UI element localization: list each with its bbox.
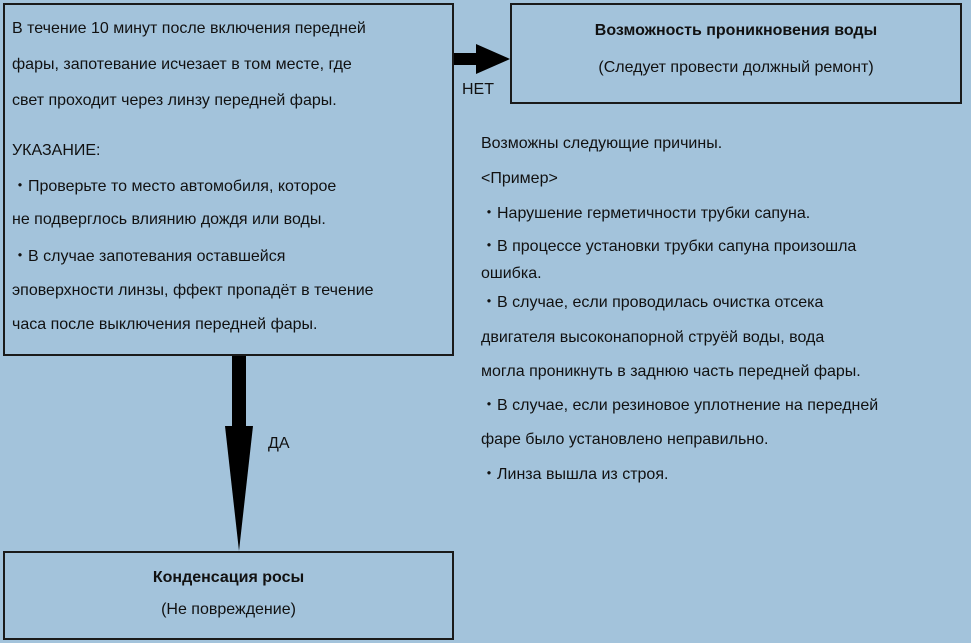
no-result-title: Возможность проникновения воды — [594, 22, 878, 39]
question-line-2: фары, запотевание исчезает в том месте, … — [12, 56, 352, 73]
note-line-3: ・В случае запотевания оставшейся — [12, 248, 286, 265]
cause-line-8: фаре было установлено неправильно. — [481, 431, 769, 448]
cause-line-2: ・В процессе установки трубки сапуна прои… — [481, 238, 857, 255]
cause-line-6: могла проникнуть в заднюю часть передней… — [481, 363, 861, 380]
arrow-yes-head — [225, 426, 253, 551]
cause-line-9: ・Линза вышла из строя. — [481, 466, 669, 483]
note-title: УКАЗАНИЕ: — [12, 142, 101, 159]
no-result-box: Возможность проникновения воды (Следует … — [510, 3, 962, 104]
no-label: НЕТ — [462, 81, 494, 98]
cause-line-5: двигателя высоконапорной струёй воды, во… — [481, 329, 825, 346]
no-result-subtitle: (Следует провести должный ремонт) — [598, 59, 874, 76]
question-line-3: свет проходит через линзу передней фары. — [12, 92, 337, 109]
question-line-1: В течение 10 минут после включения перед… — [12, 20, 366, 37]
question-box: В течение 10 минут после включения перед… — [3, 3, 454, 356]
cause-line-7: ・В случае, если резиновое уплотнение на … — [481, 397, 879, 414]
yes-result-box: Конденсация росы (Не повреждение) — [3, 551, 454, 640]
note-line-2: не подверглось влиянию дождя или воды. — [12, 211, 326, 228]
causes-intro: Возможны следующие причины. — [481, 135, 723, 152]
arrow-no-shaft — [454, 53, 480, 65]
causes-example: <Пример> — [481, 170, 558, 187]
note-line-4: эповерхности линзы, ффект пропадёт в теч… — [12, 282, 374, 299]
note-line-5: часа после выключения передней фары. — [12, 316, 318, 333]
cause-line-4: ・В случае, если проводилась очистка отсе… — [481, 294, 824, 311]
yes-result-subtitle: (Не повреждение) — [161, 601, 296, 618]
arrow-no-head — [476, 44, 510, 74]
arrow-yes-shaft — [232, 356, 246, 428]
cause-line-1: ・Нарушение герметичности трубки сапуна. — [481, 205, 811, 222]
cause-line-3: ошибка. — [481, 265, 542, 282]
yes-label: ДА — [268, 435, 290, 452]
arrow-no — [454, 44, 510, 74]
note-line-1: ・Проверьте то место автомобиля, которое — [12, 178, 337, 195]
arrow-yes — [225, 356, 253, 551]
yes-result-title: Конденсация росы — [152, 569, 305, 586]
